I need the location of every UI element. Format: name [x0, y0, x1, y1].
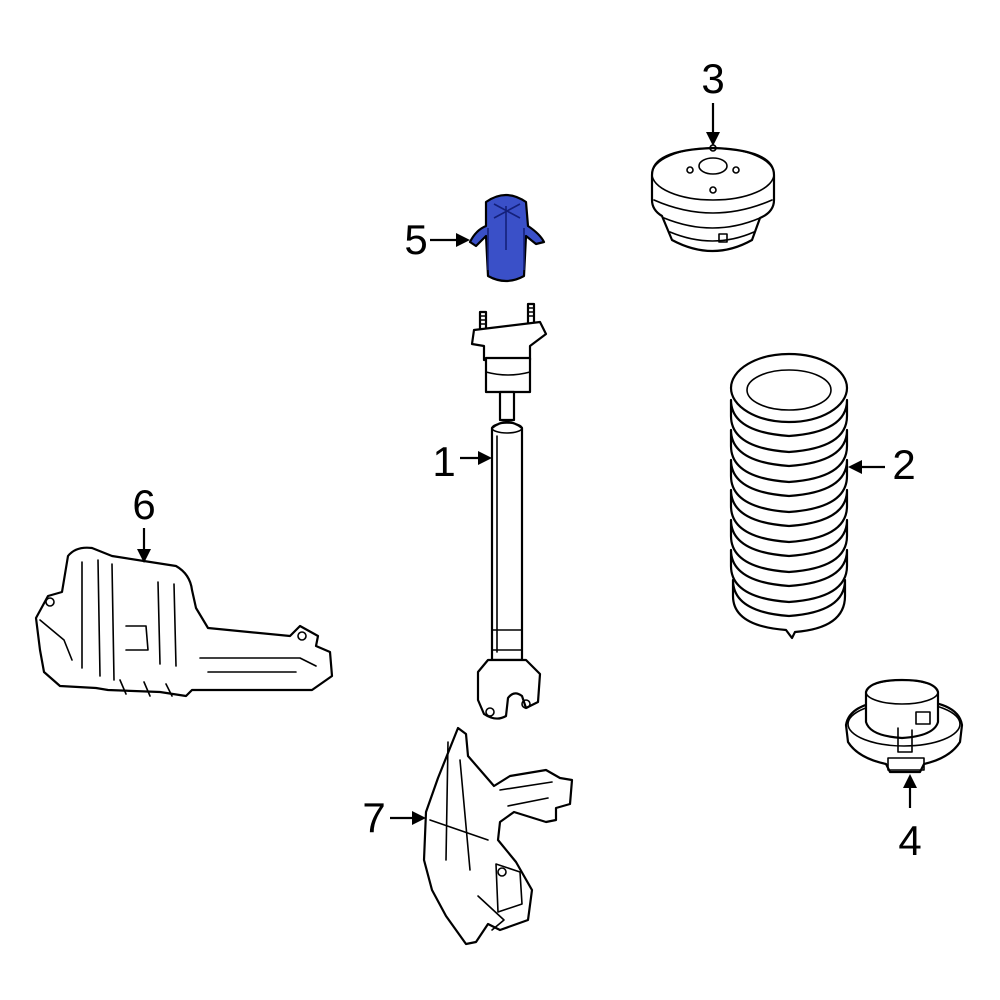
callout-7: 7: [362, 794, 386, 841]
callout-1: 1: [432, 438, 456, 485]
callout-6: 6: [132, 481, 156, 528]
spring-seat-part-4[interactable]: [844, 678, 964, 774]
callout-3: 3: [701, 55, 725, 102]
strut-mount-part-3[interactable]: [650, 144, 776, 253]
callout-5: 5: [404, 216, 428, 263]
callout-4: 4: [898, 817, 922, 864]
splash-shield-part-6[interactable]: [34, 546, 334, 698]
coil-spring-part-2[interactable]: [729, 352, 849, 640]
splash-shield-part-7[interactable]: [422, 726, 574, 946]
callout-arrows: [137, 103, 917, 825]
bump-stop-part-5[interactable]: [468, 193, 546, 283]
shock-absorber-part-1[interactable]: [470, 302, 548, 720]
callout-2: 2: [892, 441, 916, 488]
